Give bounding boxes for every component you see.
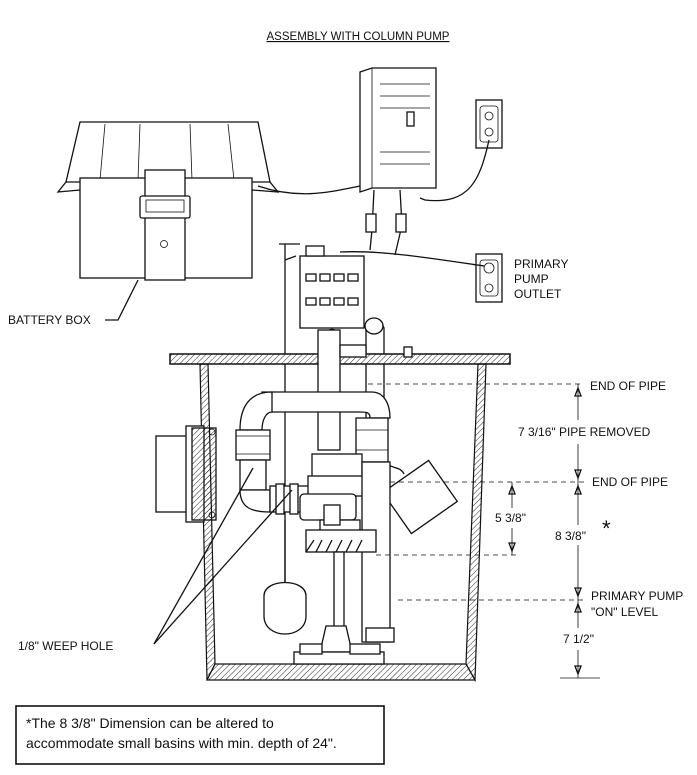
end-of-pipe-mid-label: END OF PIPE — [592, 475, 668, 489]
battery-box — [56, 121, 280, 281]
basin-inlet — [155, 425, 217, 523]
asterisk-mark: * — [602, 516, 611, 541]
float-ball — [263, 520, 307, 635]
note-box: *The 8 3/8" Dimension can be altered to … — [15, 705, 385, 765]
battery-box-label: BATTERY BOX — [8, 313, 91, 327]
primary-pump-outlet-label-3: OUTLET — [514, 287, 562, 301]
controller-box — [359, 67, 437, 193]
note-line-1: *The 8 3/8" Dimension can be altered to — [26, 715, 274, 731]
primary-pump-on-label-2: "ON" LEVEL — [591, 605, 659, 619]
primary-pump-on-label-1: PRIMARY PUMP — [591, 589, 683, 603]
primary-pump-outlet-label-1: PRIMARY — [514, 257, 568, 271]
discharge-pipe-assembly — [235, 391, 391, 515]
diagram-title: ASSEMBLY WITH COLUMN PUMP — [267, 31, 450, 43]
end-of-pipe-top-label: END OF PIPE — [590, 379, 666, 393]
dimension-lines — [368, 383, 600, 679]
note-line-2: accommodate small basins with min. depth… — [26, 735, 337, 751]
tethered-float — [381, 459, 459, 535]
dim-7-1-2-label: 7 1/2" — [563, 632, 594, 646]
weep-hole-label: 1/8" WEEP HOLE — [18, 639, 113, 653]
primary-pump-outlet-label-2: PUMP — [514, 272, 549, 286]
alarm-panel — [299, 245, 365, 340]
dim-8-3-8-label: 8 3/8" — [555, 529, 586, 543]
primary-pump-outlet — [475, 253, 503, 303]
pipe-removed-label: 7 3/16" PIPE REMOVED — [518, 425, 651, 439]
dim-5-3-8-label: 5 3/8" — [495, 511, 526, 525]
